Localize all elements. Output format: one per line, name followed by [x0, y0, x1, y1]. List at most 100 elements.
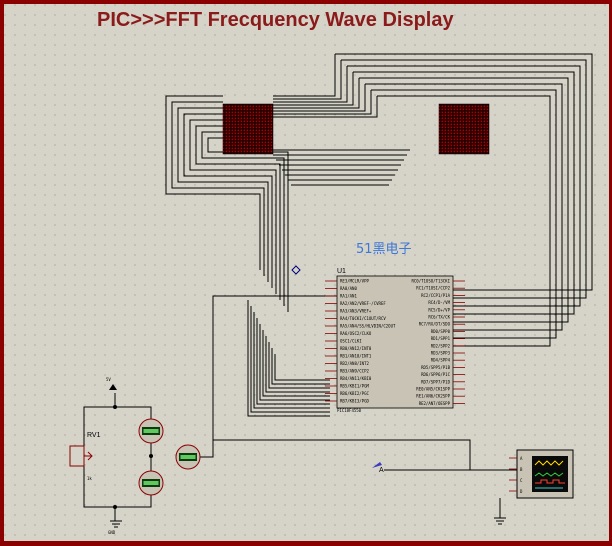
junction-dots	[113, 405, 153, 509]
potentiometer-value: 1k	[87, 476, 92, 481]
wire	[273, 90, 372, 115]
wire	[247, 300, 330, 417]
mcu-left-pin-label: RB4/AN11/KBI0	[340, 376, 372, 381]
mcu-right-pin-label: RC5/D+/VP	[428, 307, 450, 312]
mcu-right-pin-label: RD4/SPP4	[431, 358, 451, 363]
mcu-left-pin-label: RB1/AN10/INT1	[340, 354, 372, 359]
voltmeter-top[interactable]	[138, 418, 164, 444]
wire	[347, 65, 581, 307]
wire	[273, 60, 342, 100]
mcu-right-pin-label: RC7/RX/DT/SDO	[419, 322, 451, 327]
mcu-left-pin-label: RB7/KBI3/PGD	[340, 399, 369, 404]
wire	[273, 96, 378, 118]
mcu-left-pin-label: RB2/AN8/INT2	[340, 361, 369, 366]
mcu-right-pin-label: RE2/AN7/OESPP	[419, 401, 451, 406]
led-matrix-left[interactable]	[222, 103, 274, 155]
wire	[274, 354, 330, 381]
wire	[268, 342, 330, 389]
ground-label: GND	[108, 530, 116, 535]
mcu-left-pin-label: RA3/AN3/VREF+	[340, 309, 372, 314]
mcu-right-pin-label: RC0/T1OSO/T13CKI	[411, 279, 450, 284]
ground-icon	[494, 517, 506, 525]
mcu-right-pin-label: RD2/SPP2	[431, 343, 451, 348]
wire	[253, 312, 330, 409]
wire	[200, 295, 337, 458]
mcu-right-pin-label: RC2/CCP1/P1A	[421, 293, 450, 298]
mcu-left-pin-label: RA0/AN0	[340, 286, 357, 291]
ground-left: GND	[108, 520, 122, 535]
wire	[177, 107, 269, 282]
wire	[171, 101, 265, 276]
mcu-left-pin-label: RA1/AN1	[340, 294, 357, 299]
wire	[273, 66, 348, 103]
wire	[271, 348, 330, 385]
wire	[259, 324, 330, 401]
wire	[377, 95, 551, 347]
potentiometer-rv1[interactable]: RV1 1k	[69, 432, 101, 481]
mcu-right-pin-label: RD1/SPP1	[431, 336, 451, 341]
scope-channel-label: B	[520, 467, 523, 472]
wire	[371, 89, 557, 339]
potentiometer-icon	[69, 445, 85, 467]
voltage-probe[interactable]: A	[372, 462, 384, 474]
mcu-right-pin-label: RD3/SPP3	[431, 351, 451, 356]
wire	[213, 439, 517, 471]
mcu-left-pin-label: RB0/AN12/INT0	[340, 346, 372, 351]
wire	[365, 83, 563, 331]
wire	[83, 406, 115, 446]
mcu-left-pins: RE3/MCLR/VPPRA0/AN0RA1/AN1RA2/AN2/VREF-/…	[325, 279, 396, 404]
wire	[262, 330, 330, 397]
mcu-left-pin-label: OSC1/CLKI	[340, 339, 362, 344]
wire	[273, 78, 360, 109]
mcu-u1[interactable]: U1 PIC18F4550 RE3/MCLR/VPPRA0/AN0RA1/AN1…	[325, 268, 465, 413]
wire	[256, 318, 330, 405]
mcu-left-pin-label: RA5/AN4/SS/HLVDIN/C2OUT	[340, 324, 396, 329]
mcu-right-pins: RC0/T1OSO/T13CKIRC1/T1OSI/CCP2RC2/CCP1/P…	[411, 279, 465, 406]
voltmeter-middle[interactable]	[175, 444, 201, 470]
schematic-title: PIC>>>FFT Frecquency Wave Display	[97, 9, 454, 31]
led-matrix-right[interactable]	[438, 103, 490, 155]
wire	[250, 306, 330, 413]
scope-channel-label: D	[520, 489, 523, 494]
wire	[195, 125, 281, 300]
mcu-left-pin-label: RB5/KBI1/PGM	[340, 384, 369, 389]
mcu-body	[336, 275, 454, 409]
wire-harness	[83, 53, 593, 521]
probe-icon	[372, 462, 382, 468]
ground-icon	[110, 520, 122, 528]
mcu-left-pin-label: RB3/AN9/CCP2	[340, 369, 369, 374]
mcu-left-pin-label: RB6/KBI2/PGC	[340, 391, 369, 396]
wire	[83, 466, 152, 508]
wire	[335, 53, 593, 291]
junction-marker	[291, 265, 301, 275]
mcu-part: PIC18F4550	[337, 408, 362, 413]
scope-channel-label: C	[520, 478, 523, 483]
mcu-right-pin-label: RE0/AN5/CK1SPP	[416, 387, 450, 392]
wire	[359, 77, 569, 323]
mcu-right-pin-label: RD6/SPP6/P1C	[421, 372, 450, 377]
power-terminal-icon	[109, 384, 117, 390]
wire	[353, 71, 575, 315]
led-matrix-icon	[438, 103, 490, 155]
wire	[189, 119, 277, 294]
watermark-text: 51黑电子	[356, 242, 412, 257]
wire	[114, 393, 152, 419]
mcu-right-pin-label: RC6/TX/CK	[428, 315, 450, 320]
mcu-ref: U1	[337, 268, 346, 275]
wire	[265, 336, 330, 393]
power-terminal[interactable]: 5V	[106, 377, 117, 390]
wire	[341, 59, 587, 299]
mcu-right-pin-label: RD7/SPP7/P1D	[421, 379, 450, 384]
mcu-right-pin-label: RD0/SPP0	[431, 329, 451, 334]
voltmeter-bottom[interactable]	[138, 470, 164, 496]
wire	[201, 131, 285, 306]
probe-label: A	[379, 467, 384, 474]
wire	[165, 95, 261, 270]
potentiometer-ref: RV1	[87, 432, 101, 439]
wire	[183, 113, 273, 288]
